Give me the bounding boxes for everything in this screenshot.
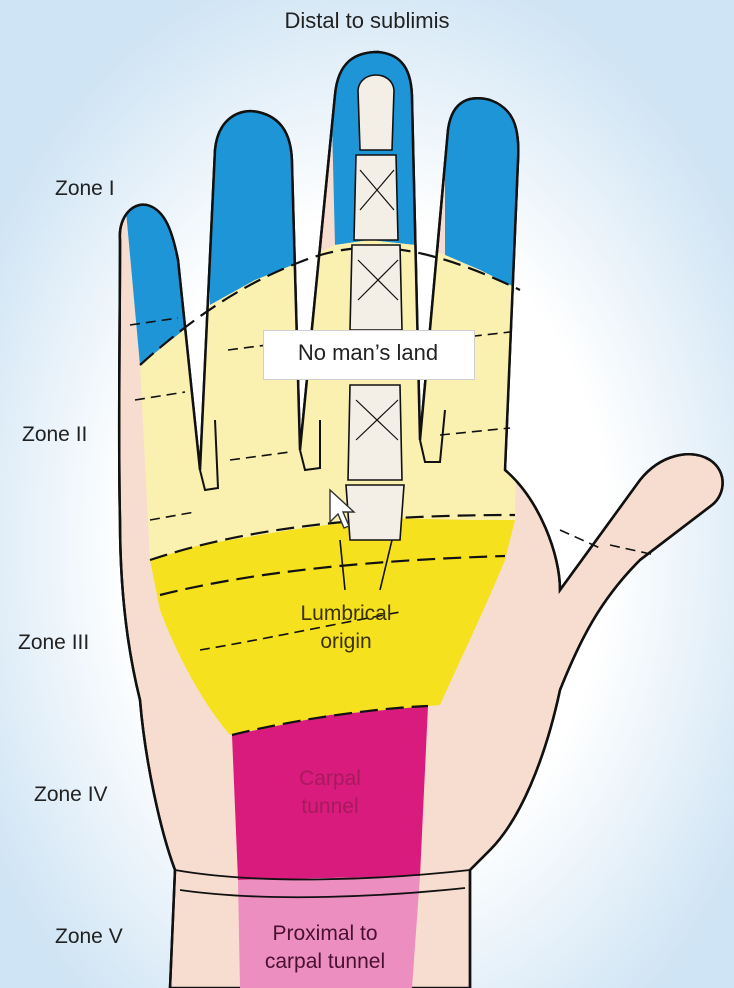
zone-5-label: Zone V xyxy=(55,925,123,949)
zone-1-label: Zone I xyxy=(55,177,115,201)
zone-2-label: Zone II xyxy=(22,423,87,447)
no-mans-land-label: No man’s land xyxy=(263,340,473,366)
carpal-tunnel-label: Carpal tunnel xyxy=(255,765,405,822)
zone-4-label: Zone IV xyxy=(34,783,108,807)
proximal-to-carpal-tunnel-label: Proximal to carpal tunnel xyxy=(225,920,425,977)
zone-3-label: Zone III xyxy=(18,631,89,655)
distal-to-sublimis-label: Distal to sublimis xyxy=(0,8,734,34)
lumbrical-origin-label: Lumbrical origin xyxy=(266,600,426,657)
